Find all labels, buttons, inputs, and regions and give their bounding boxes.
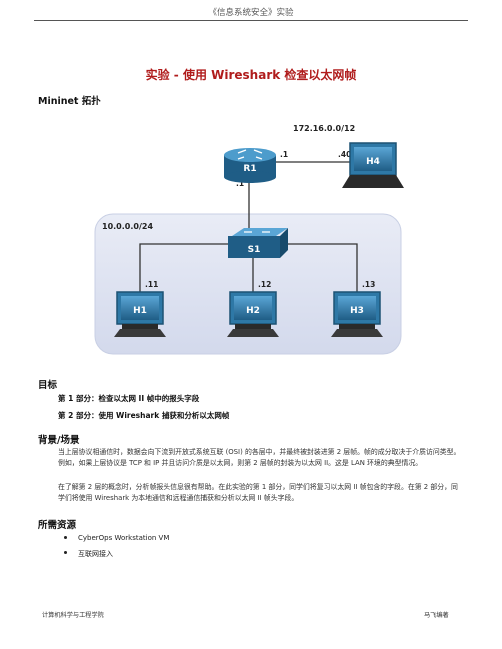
- objectives-heading: 目标: [38, 380, 58, 391]
- network-top-label: 172.16.0.0/12: [293, 124, 355, 133]
- objective-item: 第 1 部分：检查以太网 II 帧中的报头字段: [58, 394, 200, 403]
- h2-label: H2: [246, 306, 260, 316]
- network-lan-label: 10.0.0.0/24: [102, 222, 153, 231]
- router-r1: R1: [224, 148, 276, 183]
- h3-address: .13: [362, 280, 375, 289]
- router-label: R1: [243, 164, 256, 174]
- h4-label: H4: [366, 157, 380, 167]
- resource-item-label: CyberOps Workstation VM: [78, 534, 170, 542]
- document-title: 实验 - 使用 Wireshark 检查以太网帧: [145, 68, 357, 82]
- link-s1-h1: [139, 243, 228, 292]
- bullet-icon: [64, 551, 67, 554]
- host-h2: H2: [227, 291, 279, 337]
- h4-address: .40: [338, 150, 351, 159]
- switch-label: S1: [248, 245, 261, 255]
- topology-heading: Mininet 拓扑: [38, 96, 101, 107]
- r1-right-address: .1: [280, 150, 288, 159]
- footer-school: 计算机科学与工程学院: [42, 612, 104, 619]
- h1-label: H1: [133, 306, 147, 316]
- header-rule: [34, 20, 468, 21]
- r1-bottom-address: .1: [236, 179, 244, 188]
- resource-item-label: 互联网接入: [78, 550, 113, 558]
- resources-heading: 所需资源: [38, 520, 77, 531]
- h1-address: .11: [145, 280, 158, 289]
- link-s1-h3: [284, 243, 358, 292]
- h3-label: H3: [350, 306, 364, 316]
- bullet-icon: [64, 536, 67, 539]
- background-paragraph-2: 在了解第 2 层的概念时，分析帧报头信息很有帮助。在此实验的第 1 部分，同学们…: [58, 483, 458, 502]
- host-h1: H1: [114, 291, 166, 337]
- switch-s1: S1: [228, 228, 288, 258]
- objective-item: 第 2 部分：使用 Wireshark 捕获和分析以太网帧: [58, 411, 230, 420]
- lan-background: [94, 213, 402, 355]
- host-h3: H3: [331, 291, 383, 337]
- host-h4: H4: [342, 142, 404, 188]
- page-header: 《信息系统安全》实验: [208, 8, 294, 18]
- background-heading: 背景/场景: [38, 435, 80, 446]
- footer-author: 马飞编著: [424, 612, 449, 619]
- background-paragraph-1: 当上层协议相通信时，数据会向下流到开放式系统互联 (OSI) 的各层中，并最终被…: [58, 448, 461, 467]
- h2-address: .12: [258, 280, 271, 289]
